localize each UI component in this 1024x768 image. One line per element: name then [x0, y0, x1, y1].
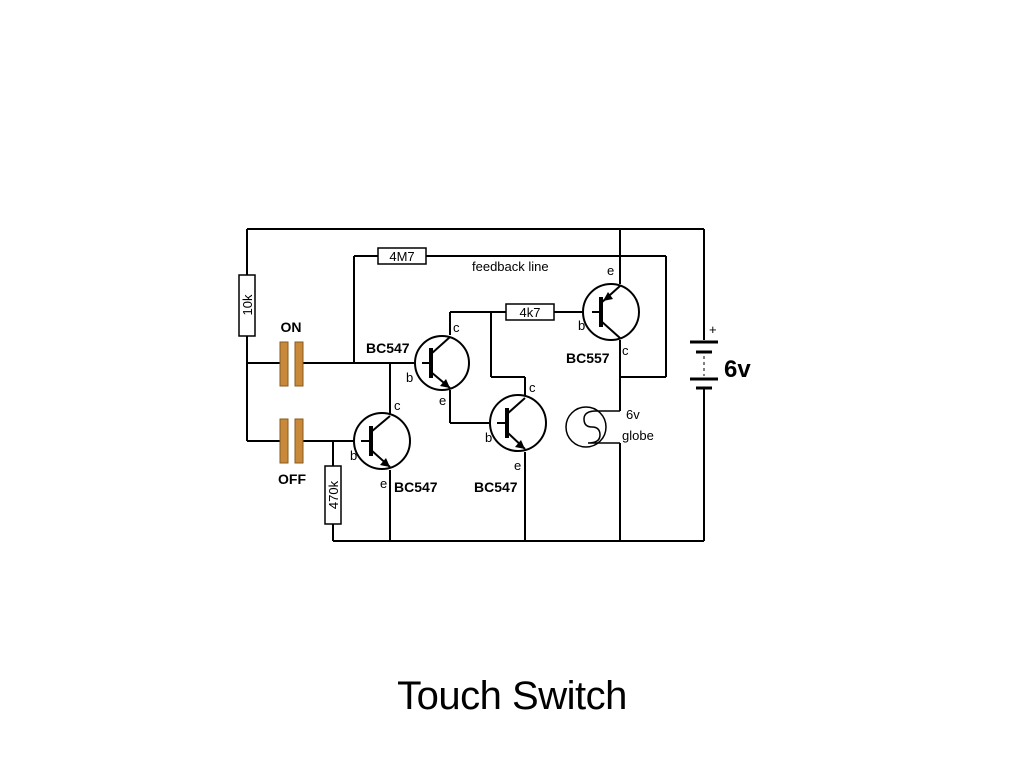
resistor-4m7-label: 4M7	[389, 249, 414, 264]
transistor-q2: b c e BC547	[474, 380, 547, 495]
transistor-q3: b c e BC547	[350, 398, 438, 495]
q1-pin-b: b	[406, 370, 413, 385]
q4-pin-c: c	[622, 343, 629, 358]
q3-label: BC547	[394, 479, 438, 495]
q1-pin-e: e	[439, 393, 446, 408]
q2-pin-e: e	[514, 458, 521, 473]
q2-label: BC547	[474, 479, 518, 495]
slide-title: Touch Switch	[397, 674, 627, 718]
battery-voltage-label: 6v	[724, 356, 751, 383]
touch-pad-off-label: OFF	[278, 471, 306, 487]
q3-pin-c: c	[394, 398, 401, 413]
touch-pad-on-label: ON	[281, 319, 302, 335]
q4-pin-e: e	[607, 263, 614, 278]
resistor-4k7-label: 4k7	[520, 305, 541, 320]
q4-pin-b: b	[578, 318, 585, 333]
resistor-10k: 10k	[238, 274, 256, 337]
resistor-470k: 470k	[324, 465, 342, 525]
battery-6v: + 6v	[690, 322, 751, 390]
q2-pin-b: b	[485, 430, 492, 445]
q4-label: BC557	[566, 350, 610, 366]
resistor-10k-label: 10k	[240, 294, 255, 315]
globe-lamp: 6v globe	[565, 406, 654, 448]
q1-pin-c: c	[453, 320, 460, 335]
resistor-470k-label: 470k	[326, 480, 341, 509]
globe-voltage-label: 6v	[626, 407, 640, 422]
resistor-4m7: 4M7	[377, 247, 427, 265]
q3-pin-e: e	[380, 476, 387, 491]
q1-label: BC547	[366, 340, 410, 356]
resistor-4k7: 4k7	[505, 303, 555, 321]
q3-pin-b: b	[350, 448, 357, 463]
q2-pin-c: c	[529, 380, 536, 395]
globe-label: globe	[622, 428, 654, 443]
wires	[246, 228, 705, 542]
feedback-line-label: feedback line	[472, 259, 549, 274]
touch-pad-off: OFF	[278, 418, 306, 487]
transistor-q1: b c e BC547	[366, 320, 470, 408]
transistor-q4: b c e BC557	[566, 263, 640, 366]
touch-pad-on: ON	[279, 319, 304, 387]
battery-plus-sign: +	[709, 322, 717, 337]
